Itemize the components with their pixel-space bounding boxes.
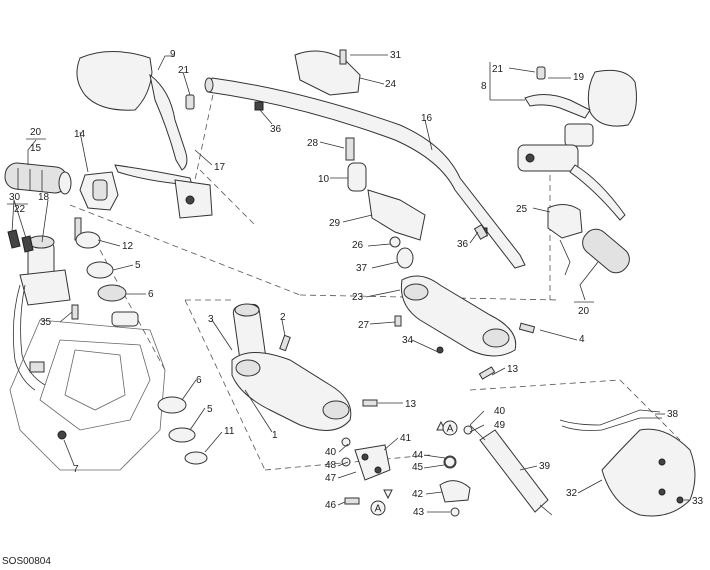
ignition-switch xyxy=(19,235,71,306)
reference-markers: A A xyxy=(370,420,458,516)
bolt-27 xyxy=(394,315,402,327)
callout-label: 16 xyxy=(421,113,433,124)
callout-label: 36 xyxy=(270,124,282,135)
right-switch-housing xyxy=(547,204,583,239)
callout-label: 15 xyxy=(30,143,42,154)
reference-letter: A xyxy=(375,504,382,515)
callout-label: 21 xyxy=(492,64,504,75)
handlebar-clamp xyxy=(294,49,361,96)
callout-label: 35 xyxy=(40,317,52,328)
callout-label: 29 xyxy=(329,218,341,229)
callout-label: 4 xyxy=(579,334,585,345)
callout-label: 13 xyxy=(405,399,417,410)
callout-label: 25 xyxy=(516,204,528,215)
callout-label: 17 xyxy=(214,162,226,173)
fasteners xyxy=(71,224,684,517)
callout-label: 43 xyxy=(413,507,425,518)
callout-label: 30 xyxy=(9,192,21,203)
frame-structure xyxy=(9,311,166,471)
left-grip xyxy=(4,162,72,195)
callout-label: 39 xyxy=(539,461,551,472)
handlebar-riser xyxy=(345,137,426,241)
callout-label: 26 xyxy=(352,240,364,251)
callout-label: 44 xyxy=(412,450,424,461)
callout-label: 24 xyxy=(385,79,397,90)
callout-label: 21 xyxy=(178,65,190,76)
diagram-code: SOS00804 xyxy=(2,556,51,567)
steering-damper xyxy=(469,424,553,516)
callout-label: 20 xyxy=(30,127,42,138)
callout-label: 3 xyxy=(208,314,214,325)
callout-label: 10 xyxy=(318,174,330,185)
callout-label: 40 xyxy=(494,406,506,417)
callout-label: 6 xyxy=(196,375,202,386)
label-brackets xyxy=(7,138,594,303)
callout-label: 34 xyxy=(402,335,414,346)
callout-label: 47 xyxy=(325,473,337,484)
callout-label: 1 xyxy=(272,430,278,441)
damper-mount-left xyxy=(354,444,391,481)
callout-label: 22 xyxy=(14,204,26,215)
steering-stack-left xyxy=(75,231,127,302)
callout-label: 31 xyxy=(390,50,402,61)
callout-label: 46 xyxy=(325,500,337,511)
upper-triple-clamp xyxy=(396,247,517,357)
callout-label: 33 xyxy=(692,496,704,507)
callout-label: 48 xyxy=(325,460,337,471)
callout-label: 13 xyxy=(507,364,519,375)
callout-label: 12 xyxy=(122,241,134,252)
left-mirror xyxy=(76,51,195,171)
callout-label: 41 xyxy=(400,433,412,444)
callout-label: 9 xyxy=(170,49,176,60)
callout-label: 5 xyxy=(135,260,141,271)
callout-label: 27 xyxy=(358,320,370,331)
left-switch-housing xyxy=(79,171,119,211)
callout-label: 37 xyxy=(356,263,368,274)
leader-lines xyxy=(11,54,690,513)
left-lever xyxy=(114,164,213,219)
right-mirror xyxy=(524,66,637,127)
callout-label: 36 xyxy=(457,239,469,250)
callout-labels: 1 2 3 4 5 5 6 6 7 8 9 10 11 12 13 13 14 … xyxy=(9,49,704,518)
right-grip xyxy=(559,228,630,276)
callout-label: 6 xyxy=(148,289,154,300)
callout-label: 11 xyxy=(224,426,235,437)
right-brake-master-cylinder xyxy=(517,123,626,221)
keys xyxy=(7,229,34,253)
callout-label: 20 xyxy=(578,306,590,317)
reference-letter: A xyxy=(447,424,454,435)
callout-label: 8 xyxy=(481,81,487,92)
callout-label: 28 xyxy=(307,138,319,149)
callout-label: 42 xyxy=(412,489,424,500)
callout-label: 38 xyxy=(667,409,679,420)
callout-label: 23 xyxy=(352,292,364,303)
callout-label: 32 xyxy=(566,488,578,499)
callout-label: 18 xyxy=(38,192,50,203)
callout-label: 45 xyxy=(412,462,424,473)
callout-label: 2 xyxy=(280,312,286,323)
stem-bearings xyxy=(157,396,208,465)
callout-label: 49 xyxy=(494,420,506,431)
callout-label: 19 xyxy=(573,72,585,83)
callout-label: 40 xyxy=(325,447,337,458)
lower-triple-clamp xyxy=(231,352,352,431)
callout-label: 7 xyxy=(73,464,79,475)
instrument-cover xyxy=(601,428,696,517)
callout-label: 5 xyxy=(207,404,213,415)
wiring-harness xyxy=(12,284,46,391)
fairing-bracket xyxy=(559,409,662,431)
callout-label: 14 xyxy=(74,129,86,140)
